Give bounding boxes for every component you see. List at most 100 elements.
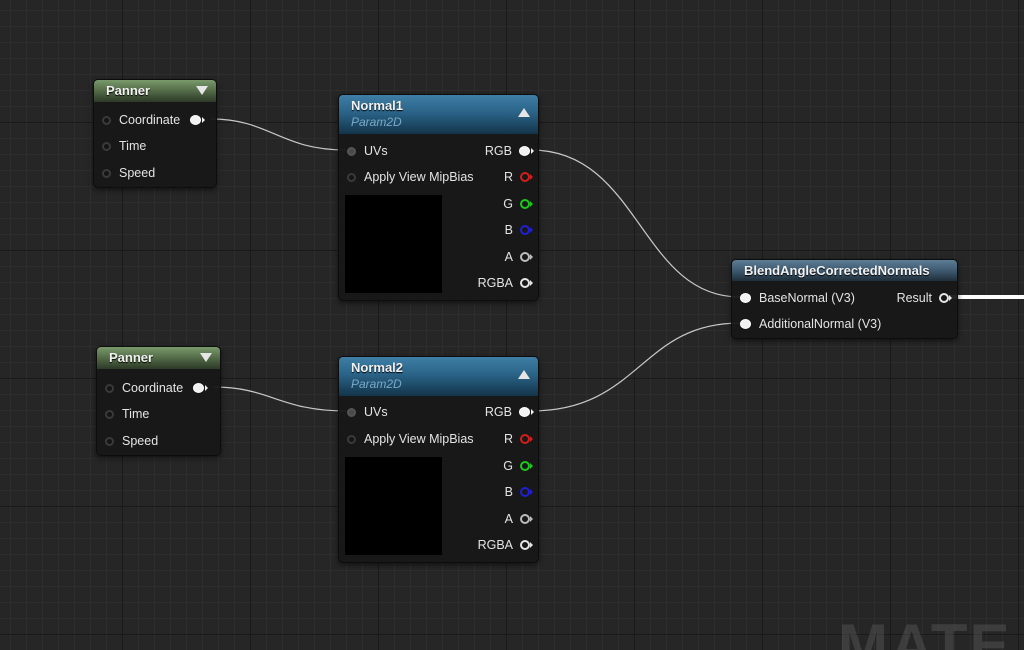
- blend-angle-corrected-normals-node[interactable]: BlendAngleCorrectedNormals BaseNormal (V…: [731, 259, 958, 339]
- wire-panner2-to-normal2: [213, 386, 347, 412]
- pin-label-r: R: [503, 432, 513, 446]
- output-pin-icon[interactable]: [520, 540, 533, 550]
- blend-node-header[interactable]: BlendAngleCorrectedNormals: [732, 260, 957, 281]
- panner-1-pin-coordinate[interactable]: Coordinate: [102, 112, 206, 128]
- input-pin-icon[interactable]: [347, 172, 356, 182]
- wire-panner1-to-normal1: [210, 118, 347, 151]
- pin-label-additional-normal: AdditionalNormal (V3): [759, 317, 882, 331]
- input-pin-icon[interactable]: [105, 409, 114, 419]
- normal2-out-r[interactable]: R: [503, 431, 533, 447]
- panner-1-pin-speed[interactable]: Speed: [102, 165, 155, 181]
- panner-2-pin-speed[interactable]: Speed: [105, 433, 158, 449]
- pin-label-apply-view-mipbias: Apply View MipBias: [364, 170, 474, 184]
- normal1-out-r[interactable]: R: [503, 169, 533, 185]
- normal1-header[interactable]: Normal1 Param2D: [339, 95, 538, 134]
- collapse-down-icon[interactable]: [196, 86, 208, 95]
- panner-node-1[interactable]: Panner Coordinate Time Speed: [93, 79, 217, 188]
- texture-param-node-normal1[interactable]: Normal1 Param2D UVs Apply View MipBias R…: [338, 94, 539, 301]
- normal2-out-a[interactable]: A: [504, 511, 533, 527]
- panner-node-2[interactable]: Panner Coordinate Time Speed: [96, 346, 221, 456]
- output-pin-icon[interactable]: [193, 383, 209, 393]
- normal2-header[interactable]: Normal2 Param2D: [339, 357, 538, 396]
- input-pin-icon[interactable]: [102, 115, 111, 125]
- normal2-out-g[interactable]: G: [503, 458, 533, 474]
- input-pin-icon[interactable]: [102, 168, 111, 178]
- pin-label-a: A: [504, 250, 513, 264]
- pin-label-coordinate: Coordinate: [122, 381, 184, 395]
- output-pin-icon[interactable]: [520, 199, 533, 209]
- normal2-title: Normal2: [351, 360, 404, 375]
- output-pin-icon[interactable]: [520, 434, 533, 444]
- pin-label-b: B: [504, 485, 513, 499]
- pin-label-speed: Speed: [122, 434, 159, 448]
- blend-node-title: BlendAngleCorrectedNormals: [744, 263, 930, 278]
- pin-label-time: Time: [119, 139, 147, 153]
- pin-label-b: B: [504, 223, 513, 237]
- output-pin-icon[interactable]: [520, 461, 533, 471]
- panner-node-2-header[interactable]: Panner: [97, 347, 220, 369]
- blend-out-result[interactable]: Result: [896, 290, 952, 306]
- texture-preview-thumbnail: [345, 457, 442, 555]
- input-pin-icon[interactable]: [102, 141, 111, 151]
- output-pin-icon[interactable]: [190, 115, 206, 125]
- collapse-up-icon[interactable]: [518, 370, 530, 379]
- blend-pin-base-normal[interactable]: BaseNormal (V3): [740, 290, 855, 306]
- output-pin-icon[interactable]: [520, 172, 533, 182]
- output-pin-icon[interactable]: [939, 293, 952, 303]
- normal2-out-b[interactable]: B: [504, 484, 533, 500]
- pin-label-apply-view-mipbias: Apply View MipBias: [364, 432, 474, 446]
- blend-pin-additional-normal[interactable]: AdditionalNormal (V3): [740, 316, 881, 332]
- normal2-subtitle: Param2D: [351, 377, 402, 391]
- output-pin-icon[interactable]: [520, 252, 533, 262]
- pin-label-rgb: RGB: [484, 405, 512, 419]
- pin-label-result: Result: [896, 291, 932, 305]
- normal2-out-rgb[interactable]: RGB: [484, 404, 534, 420]
- normal1-pin-mipbias[interactable]: Apply View MipBias: [347, 169, 474, 185]
- output-pin-icon[interactable]: [520, 278, 533, 288]
- input-pin-icon[interactable]: [740, 293, 751, 303]
- output-pin-icon[interactable]: [520, 487, 533, 497]
- normal1-pin-uvs[interactable]: UVs: [347, 143, 388, 159]
- pin-label-rgba: RGBA: [477, 538, 513, 552]
- input-pin-icon[interactable]: [347, 146, 356, 156]
- panner-node-1-header[interactable]: Panner: [94, 80, 216, 102]
- output-pin-icon[interactable]: [520, 225, 533, 235]
- input-pin-icon[interactable]: [347, 407, 356, 417]
- texture-preview-thumbnail: [345, 195, 442, 293]
- normal1-subtitle: Param2D: [351, 115, 402, 129]
- collapse-down-icon[interactable]: [200, 353, 212, 362]
- input-pin-icon[interactable]: [105, 436, 114, 446]
- graph-watermark: MATE: [838, 612, 1012, 650]
- normal1-out-rgb[interactable]: RGB: [485, 143, 534, 159]
- normal2-pin-uvs[interactable]: UVs: [347, 404, 388, 420]
- pin-label-rgba: RGBA: [477, 276, 513, 290]
- pin-label-coordinate: Coordinate: [119, 113, 181, 127]
- panner-node-1-title: Panner: [106, 83, 151, 98]
- output-pin-icon[interactable]: [520, 514, 533, 524]
- collapse-up-icon[interactable]: [518, 108, 530, 117]
- pin-label-uvs: UVs: [364, 144, 388, 158]
- normal1-title: Normal1: [351, 98, 404, 113]
- pin-label-speed: Speed: [119, 166, 156, 180]
- texture-param-node-normal2[interactable]: Normal2 Param2D UVs Apply View MipBias R…: [338, 356, 539, 563]
- normal2-out-rgba[interactable]: RGBA: [477, 537, 533, 553]
- pin-label-g: G: [503, 459, 513, 473]
- input-pin-icon[interactable]: [347, 434, 356, 444]
- pin-label-r: R: [503, 170, 513, 184]
- pin-label-base-normal: BaseNormal (V3): [759, 291, 855, 305]
- normal1-out-a[interactable]: A: [504, 249, 533, 265]
- panner-2-pin-coordinate[interactable]: Coordinate: [105, 380, 209, 396]
- panner-1-pin-time[interactable]: Time: [102, 138, 146, 154]
- normal1-out-b[interactable]: B: [504, 222, 533, 238]
- output-pin-icon[interactable]: [519, 407, 534, 417]
- input-pin-icon[interactable]: [740, 319, 751, 329]
- normal2-pin-mipbias[interactable]: Apply View MipBias: [347, 431, 474, 447]
- output-pin-icon[interactable]: [519, 146, 534, 156]
- normal1-out-g[interactable]: G: [503, 196, 533, 212]
- input-pin-icon[interactable]: [105, 383, 114, 393]
- normal1-out-rgba[interactable]: RGBA: [477, 275, 533, 291]
- pin-label-uvs: UVs: [364, 405, 388, 419]
- pin-label-a: A: [504, 512, 513, 526]
- panner-2-pin-time[interactable]: Time: [105, 406, 149, 422]
